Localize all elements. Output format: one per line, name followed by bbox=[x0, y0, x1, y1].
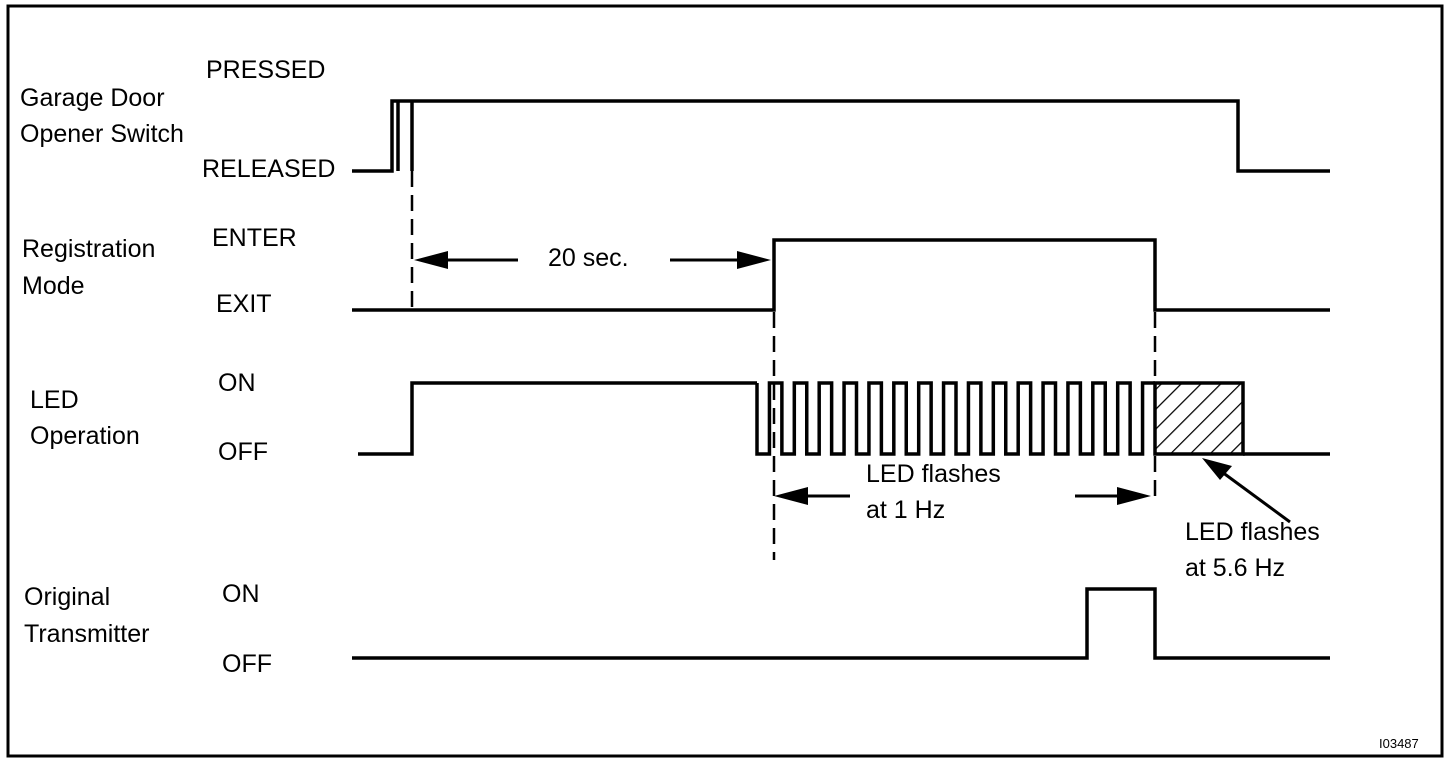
flash-slow-arrow-right-head bbox=[1117, 487, 1151, 505]
flash-fast-pointer-head bbox=[1202, 458, 1232, 480]
transmitter-row-title-line1: Original bbox=[24, 583, 110, 611]
flash-slow-label-line1: LED flashes bbox=[866, 460, 1001, 488]
garage-row-title-line2: Opener Switch bbox=[20, 120, 184, 148]
registration-row-title-line1: Registration bbox=[22, 235, 155, 263]
led-row-title-line2: Operation bbox=[30, 422, 140, 450]
transmitter-row-title-line2: Transmitter bbox=[24, 620, 149, 648]
flash-fast-pointer-shaft bbox=[1221, 470, 1291, 524]
registration-high-label: ENTER bbox=[212, 224, 297, 252]
registration-row-title-line2: Mode bbox=[22, 272, 85, 300]
transmitter-high-label: ON bbox=[222, 580, 260, 608]
flash-slow-label-line2: at 1 Hz bbox=[866, 496, 945, 524]
flash-fast-label-line1: LED flashes bbox=[1185, 518, 1320, 546]
garage-low-label: RELEASED bbox=[202, 155, 335, 183]
led-steady-on-waveform bbox=[358, 381, 757, 456]
transmitter-low-label: OFF bbox=[222, 650, 272, 678]
interval-arrow-left-head bbox=[414, 251, 448, 269]
registration-mode-waveform bbox=[352, 238, 1330, 312]
garage-switch-pulse bbox=[396, 101, 414, 171]
transmitter-waveform bbox=[352, 587, 1330, 660]
led-flash-1hz-waveform bbox=[755, 381, 1155, 456]
interval-arrow-right-head bbox=[737, 251, 771, 269]
led-row-title-line1: LED bbox=[30, 386, 79, 414]
interval-label: 20 sec. bbox=[548, 244, 629, 272]
diagram-frame bbox=[6, 4, 1444, 758]
garage-switch-waveform bbox=[352, 99, 1330, 173]
led-high-label: ON bbox=[218, 369, 256, 397]
led-low-label: OFF bbox=[218, 438, 268, 466]
figure-id: I03487 bbox=[1379, 736, 1419, 751]
flash-slow-arrow-left-head bbox=[774, 487, 808, 505]
registration-low-label: EXIT bbox=[216, 290, 272, 318]
flash-fast-label-line2: at 5.6 Hz bbox=[1185, 554, 1285, 582]
garage-high-label: PRESSED bbox=[206, 56, 325, 84]
led-flash-fast-hatched bbox=[1153, 381, 1245, 456]
garage-row-title-line1: Garage Door bbox=[20, 84, 165, 112]
